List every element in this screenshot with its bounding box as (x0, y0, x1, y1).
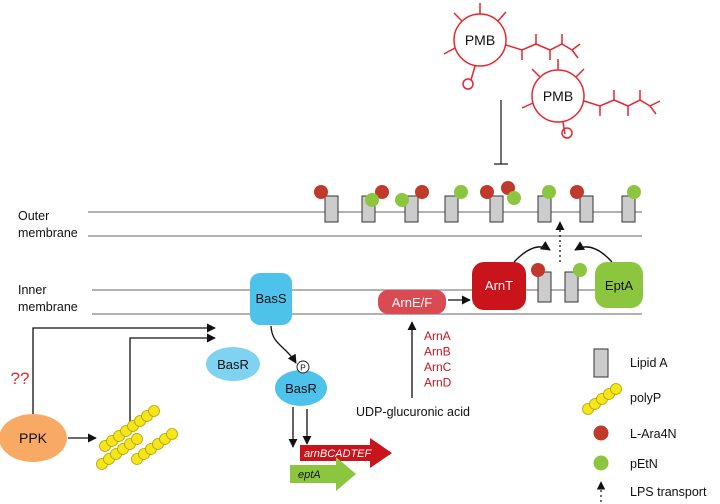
basr-label: BasR (217, 357, 249, 372)
bass-phosphorylation-arrow (270, 325, 297, 364)
arnef-label: ArnE/F (392, 295, 433, 310)
lipid-a-icon (489, 195, 504, 223)
epta-label: EptA (605, 278, 634, 293)
arn-enzyme-label: ArnD (424, 376, 452, 390)
petn-icon (395, 193, 409, 207)
arnef-protein: ArnE/F (378, 290, 446, 314)
outer-petn-group (365, 185, 641, 207)
petn-icon (627, 185, 641, 199)
lipid-a-icon (564, 271, 579, 303)
legend-polyp-icon (582, 383, 622, 415)
epta-protein: EptA (595, 262, 643, 308)
legend-polyp-label: polyP (630, 391, 661, 405)
polyp-to-bass-arrow (129, 333, 216, 422)
legend-ara4n-label: L-Ara4N (630, 427, 677, 441)
polyp-chain-group (96, 405, 178, 470)
lipid-a-icon (537, 195, 552, 223)
ppk-label: PPK (19, 430, 48, 446)
lipid-a-icon (621, 195, 636, 223)
legend-petn-label: pEtN (630, 457, 658, 471)
arn-enzyme-label: ArnC (424, 360, 452, 374)
pmb-label-1: PMB (465, 32, 495, 48)
petn-icon (365, 193, 379, 207)
unknown-mechanism-mark: ?? (11, 369, 30, 388)
petn-icon (542, 185, 556, 199)
phosphate-label: P (300, 363, 306, 373)
pmb-molecule-2 (521, 59, 661, 139)
l-ara4n-icon (415, 185, 429, 199)
arnt-label: ArnT (485, 278, 513, 293)
arnt-to-lipid-arrow (513, 241, 551, 263)
inhibition-bar (494, 100, 508, 165)
membrane-label-line: membrane (18, 226, 78, 240)
outer-lipid-a-group (324, 195, 636, 223)
legend: Lipid A polyP L-Ara4N pEtN LPS transport (582, 348, 707, 502)
outer-ara4n-group (314, 181, 584, 199)
membrane-label-line: membrane (18, 300, 78, 314)
basr-phospho-protein: BasR P (275, 360, 327, 406)
lipid-a-icon (579, 195, 594, 223)
ppk-to-bass-arrow (32, 323, 216, 414)
pmb-molecule-1 (443, 3, 581, 90)
petn-icon (573, 263, 587, 277)
arn-enzyme-label: ArnB (424, 345, 451, 359)
l-ara4n-icon (375, 185, 389, 199)
epta-to-lipid-arrow (574, 241, 613, 263)
arn-gene-label: arnBCADTEF (304, 448, 373, 460)
pmb-label-2: PMB (543, 88, 573, 104)
arn-enzyme-label: ArnA (424, 329, 451, 343)
membrane-label-line: Inner (18, 283, 47, 297)
l-ara4n-icon (570, 185, 584, 199)
legend-petn-icon (593, 455, 609, 471)
petn-icon (507, 191, 521, 205)
ept-gene-arrow: eptA (290, 457, 356, 491)
inner-membrane (92, 289, 642, 315)
membrane-label-line: Outer (18, 209, 49, 223)
bass-protein: BasS (250, 273, 292, 325)
bass-label: BasS (255, 291, 286, 306)
lipid-a-icon (444, 195, 459, 223)
basr-protein: BasR (206, 347, 260, 381)
legend-ara4n-icon (593, 425, 609, 441)
lipid-a-icon (324, 195, 339, 223)
substrate-label: UDP-glucuronic acid (356, 405, 470, 419)
inner-lipid-a-group (537, 271, 579, 303)
phosphate-icon (296, 360, 310, 374)
legend-lipid-a-icon (593, 348, 609, 378)
basr-phospho-label: BasR (285, 381, 317, 396)
arnt-protein: ArnT (472, 262, 526, 310)
outer-membrane-label: Outer membrane (18, 209, 78, 240)
petn-icon (454, 185, 468, 199)
l-ara4n-icon (531, 263, 545, 277)
legend-lps-label: LPS transport (630, 485, 707, 499)
arn-gene-arrow: arnBCADTEF (300, 438, 392, 468)
l-ara4n-icon (480, 185, 494, 199)
l-ara4n-icon (314, 185, 328, 199)
legend-lipid-a-label: Lipid A (630, 356, 668, 370)
ept-gene-label: eptA (298, 469, 321, 481)
ppk-enzyme: PPK (0, 414, 67, 462)
inner-membrane-label: Inner membrane (18, 283, 78, 314)
